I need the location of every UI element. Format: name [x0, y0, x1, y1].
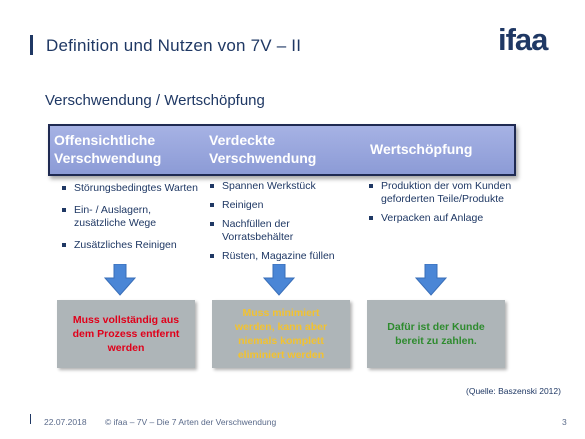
column-heading-verdeckt: Verdeckte Verschwendung [209, 132, 317, 166]
conclusion-text: Muss minimiert werden, kann aber niemals… [234, 307, 328, 361]
bullet-list-offensichtlich: Störungsbedingtes Warten Ein- / Auslager… [60, 182, 205, 261]
conclusion-text: Muss vollständig aus dem Prozess entfern… [72, 314, 180, 354]
conclusion-box-verdeckt: Muss minimiert werden, kann aber niemals… [212, 300, 350, 368]
list-item: Verpacken auf Anlage [367, 212, 517, 225]
title-accent-bar [30, 35, 33, 55]
footer-divider [30, 414, 31, 424]
down-arrow-icon [415, 264, 447, 296]
footer-date: 22.07.2018 [44, 417, 87, 427]
slide-subtitle: Verschwendung / Wertschöpfung [45, 92, 265, 109]
slide-title: Definition und Nutzen von 7V – II [46, 36, 302, 55]
ifaa-logo: ifaa [498, 22, 548, 57]
bullet-list-wertschoepfung: Produktion der vom Kunden geforderten Te… [367, 180, 517, 231]
list-item: Nachfüllen der Vorratsbehälter [208, 218, 358, 244]
list-item: Reinigen [208, 199, 358, 212]
conclusion-text: Dafür ist der Kunde bereit zu zahlen. [387, 321, 485, 347]
list-item: Ein- / Auslagern, zusätzliche Wege [60, 204, 205, 230]
down-arrow-icon [104, 264, 136, 296]
list-item: Produktion der vom Kunden geforderten Te… [367, 180, 517, 206]
column-heading-offensichtlich: Offensichtliche Verschwendung [54, 132, 162, 166]
bullet-list-verdeckt: Spannen Werkstück Reinigen Nachfüllen de… [208, 180, 358, 269]
list-item: Rüsten, Magazine füllen [208, 250, 358, 263]
source-citation: (Quelle: Baszenski 2012) [466, 386, 561, 396]
list-item: Zusätzliches Reinigen [60, 239, 205, 252]
conclusion-box-offensichtlich: Muss vollständig aus dem Prozess entfern… [57, 300, 195, 368]
list-item: Störungsbedingtes Warten [60, 182, 205, 195]
footer-copyright: © ifaa – 7V – Die 7 Arten der Verschwend… [105, 417, 277, 427]
down-arrow-icon [263, 264, 295, 296]
column-heading-wertschoepfung: Wertschöpfung [370, 141, 473, 157]
page-number: 3 [562, 417, 567, 427]
list-item: Spannen Werkstück [208, 180, 358, 193]
column-header-band: Offensichtliche Verschwendung Verdeckte … [48, 124, 516, 176]
conclusion-box-wertschoepfung: Dafür ist der Kunde bereit zu zahlen. [367, 300, 505, 368]
